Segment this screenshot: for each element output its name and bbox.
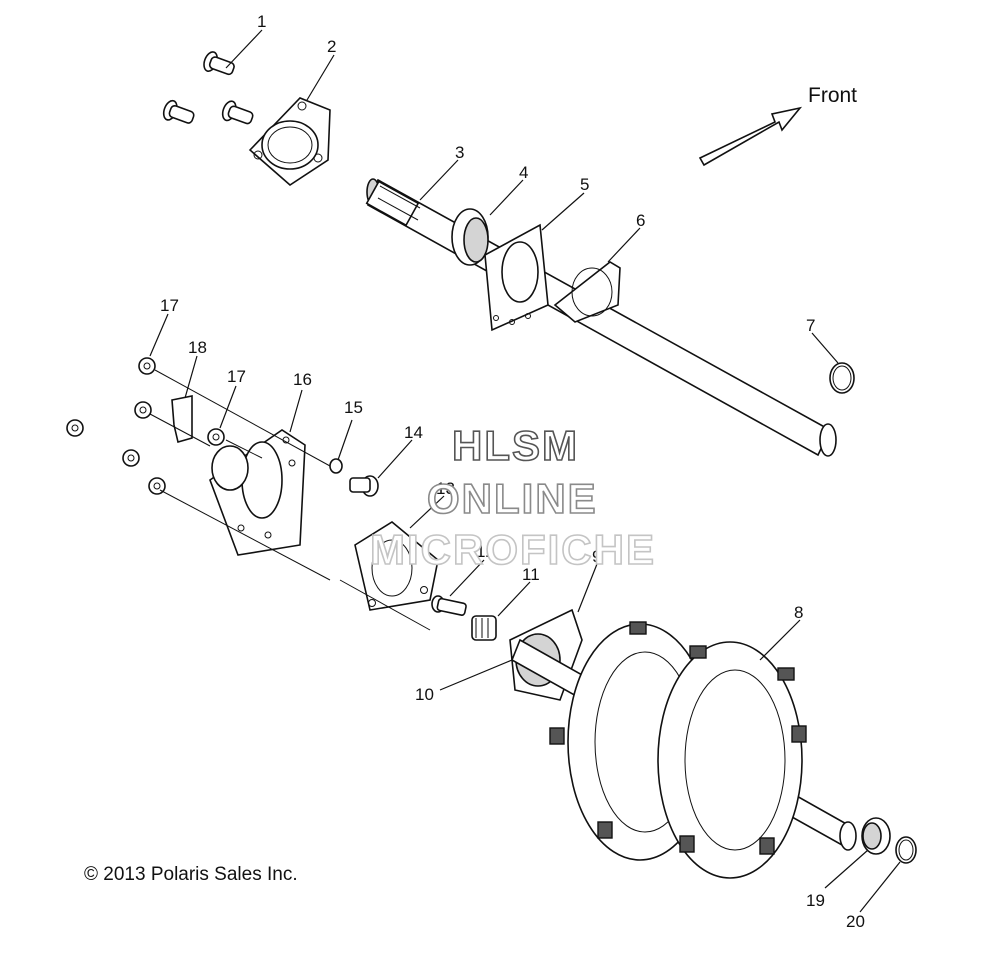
- callout-14: 14: [404, 423, 423, 442]
- callout-10: 10: [415, 685, 434, 704]
- callout-20: 20: [846, 912, 865, 931]
- drive-sprocket-assembly: [510, 621, 857, 879]
- callout-19: 19: [806, 891, 825, 910]
- callout-9: 9: [592, 547, 601, 566]
- front-direction-label: Front: [808, 84, 858, 107]
- callout-17-upper: 17: [160, 296, 179, 315]
- callout-12: 12: [476, 542, 495, 561]
- o-ring: [829, 362, 855, 394]
- callout-11: 11: [522, 565, 540, 584]
- upper-drive-shaft: [365, 178, 837, 457]
- mounting-bracket: [171, 395, 193, 443]
- callout-17-lower: 17: [227, 367, 246, 386]
- end-bearing-and-ring: [861, 817, 917, 864]
- callout-18: 18: [188, 338, 207, 357]
- flange-plate: [248, 97, 331, 187]
- callout-5: 5: [580, 175, 589, 194]
- flange-gasket: [553, 261, 621, 323]
- bolt-and-gear: [431, 595, 497, 641]
- watermark-line-1: HLSM: [451, 421, 579, 470]
- copyright-notice: © 2013 Polaris Sales Inc.: [84, 864, 298, 885]
- callout-2: 2: [327, 37, 336, 56]
- callout-1: 1: [257, 12, 266, 31]
- callout-7: 7: [806, 316, 815, 335]
- watermark-line-3: MICROFICHE: [369, 525, 656, 574]
- callout-16: 16: [293, 370, 312, 389]
- washer-and-pin: [329, 458, 379, 497]
- callout-3: 3: [455, 143, 464, 162]
- hub-plate: [209, 429, 306, 556]
- bearing-flange: [484, 223, 549, 332]
- callout-labels: 1 2 3 4 5 6 7 8 9 10 11 12 13 14 15 16 1…: [160, 12, 865, 931]
- callout-15: 15: [344, 398, 363, 417]
- front-arrow-icon: [698, 106, 803, 167]
- callout-8: 8: [794, 603, 803, 622]
- nut-group: [66, 357, 225, 495]
- watermark-line-2: ONLINE: [426, 474, 598, 523]
- shaft-bearing: [451, 208, 489, 266]
- gasket-plate: [354, 521, 439, 611]
- screw-group: [162, 51, 254, 125]
- callout-6: 6: [636, 211, 645, 230]
- leader-lines: [149, 29, 901, 913]
- callout-4: 4: [519, 163, 528, 182]
- callout-13: 13: [436, 479, 455, 498]
- alignment-lines: [149, 369, 431, 631]
